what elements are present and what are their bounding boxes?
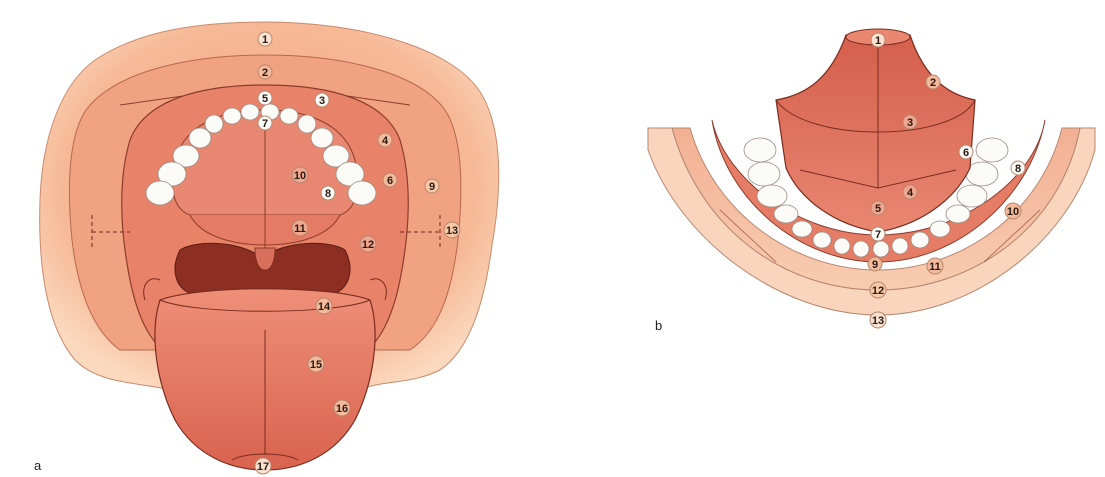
svg-text:12: 12 <box>362 239 374 251</box>
svg-text:3: 3 <box>907 117 913 129</box>
label-b-6: 6 <box>959 145 973 159</box>
svg-text:17: 17 <box>257 461 269 473</box>
label-a-15: 15 <box>308 356 324 372</box>
label-a-8: 8 <box>321 186 335 200</box>
label-a-3: 3 <box>315 93 329 107</box>
svg-text:11: 11 <box>294 223 306 235</box>
label-a-13: 13 <box>444 222 460 238</box>
label-b-3: 3 <box>903 115 917 129</box>
label-b-5: 5 <box>871 201 885 215</box>
label-a-6: 6 <box>383 173 397 187</box>
svg-text:7: 7 <box>262 118 268 130</box>
label-a-10: 10 <box>292 167 308 183</box>
panel-a-letter: a <box>34 458 42 473</box>
label-b-1: 1 <box>871 33 885 47</box>
label-a-11: 11 <box>292 220 308 236</box>
svg-text:4: 4 <box>382 135 389 147</box>
svg-text:12: 12 <box>872 285 884 297</box>
label-b-13: 13 <box>870 312 886 328</box>
svg-text:2: 2 <box>930 77 936 89</box>
panel-b-letter: b <box>655 318 662 333</box>
label-b-8: 8 <box>1011 161 1025 175</box>
svg-text:13: 13 <box>872 315 884 327</box>
label-a-2: 2 <box>258 65 272 79</box>
svg-text:2: 2 <box>262 67 268 79</box>
label-a-9: 9 <box>425 179 439 193</box>
svg-text:1: 1 <box>875 35 881 47</box>
svg-text:15: 15 <box>310 359 322 371</box>
svg-text:13: 13 <box>446 225 458 237</box>
svg-text:9: 9 <box>872 259 878 271</box>
label-a-1: 1 <box>258 32 272 46</box>
svg-text:3: 3 <box>319 95 325 107</box>
label-b-7: 7 <box>871 227 885 241</box>
label-b-9: 9 <box>868 257 882 271</box>
panel-a: 1 2 3 4 5 6 7 8 9 10 11 12 13 14 15 16 1… <box>34 22 499 474</box>
label-a-16: 16 <box>334 400 350 416</box>
label-b-11: 11 <box>927 258 943 274</box>
label-a-5: 5 <box>258 91 272 105</box>
label-a-4: 4 <box>378 133 392 147</box>
svg-text:11: 11 <box>929 261 941 273</box>
label-a-7: 7 <box>258 116 272 130</box>
svg-text:4: 4 <box>907 187 914 199</box>
svg-text:5: 5 <box>875 203 881 215</box>
svg-text:6: 6 <box>387 175 393 187</box>
svg-text:8: 8 <box>325 188 331 200</box>
svg-text:1: 1 <box>262 34 268 46</box>
label-b-2: 2 <box>926 75 940 89</box>
svg-text:7: 7 <box>875 229 881 241</box>
svg-text:10: 10 <box>294 170 306 182</box>
label-b-12: 12 <box>870 282 886 298</box>
svg-text:14: 14 <box>318 301 331 313</box>
svg-text:9: 9 <box>429 181 435 193</box>
svg-text:10: 10 <box>1007 206 1019 218</box>
svg-text:6: 6 <box>963 147 969 159</box>
panel-b: 1 2 3 4 5 6 7 8 9 10 11 12 13 b <box>648 29 1095 333</box>
svg-text:5: 5 <box>262 93 268 105</box>
svg-text:16: 16 <box>336 403 348 415</box>
svg-text:8: 8 <box>1015 163 1021 175</box>
label-a-12: 12 <box>360 236 376 252</box>
label-a-17: 17 <box>255 458 271 474</box>
label-b-10: 10 <box>1005 203 1021 219</box>
label-b-4: 4 <box>903 185 917 199</box>
label-a-14: 14 <box>316 298 332 314</box>
